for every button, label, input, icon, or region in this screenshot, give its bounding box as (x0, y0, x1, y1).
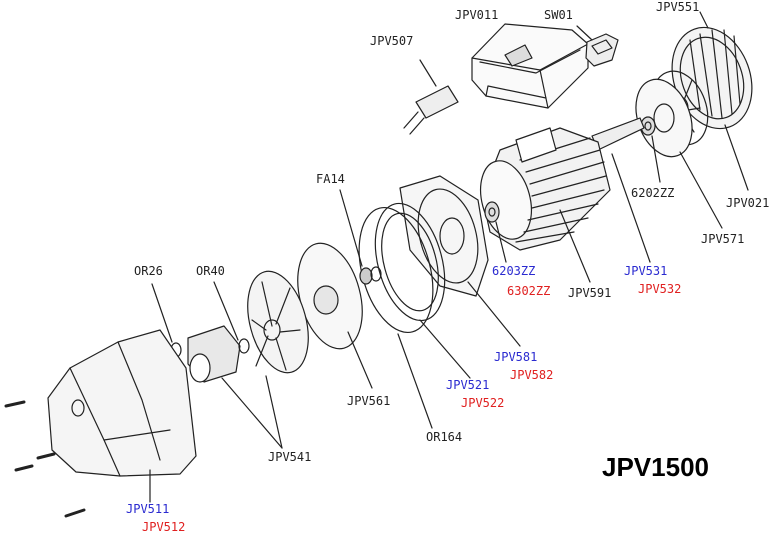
label-jpv582: JPV582 (510, 368, 554, 382)
flange-part (399, 175, 521, 347)
terminal-box-part (471, 23, 589, 109)
switch-part (576, 25, 619, 67)
model-title: JPV1500 (602, 452, 709, 482)
label-or26: OR26 (134, 264, 163, 278)
label-jpv511: JPV511 (126, 502, 170, 516)
ejector-cover-part (247, 270, 309, 449)
bolts (4, 400, 86, 518)
label-jpv541: JPV541 (268, 450, 312, 464)
label-jpv011: JPV011 (455, 8, 499, 22)
venturi-part (187, 325, 283, 449)
shaft-seal-fa14 (339, 189, 382, 285)
label-6302zz: 6302ZZ (507, 284, 551, 298)
label-or40: OR40 (196, 264, 225, 278)
label-jpv532: JPV532 (638, 282, 682, 296)
pump-body-part (47, 329, 197, 503)
bearing-shield-part (635, 78, 723, 229)
label-6203zz: 6203ZZ (492, 264, 536, 278)
label-jpv551: JPV551 (656, 0, 700, 14)
label-jpv531: JPV531 (624, 264, 668, 278)
label-jpv507: JPV507 (370, 34, 414, 48)
diffuser-part (374, 202, 471, 379)
label-or164: OR164 (426, 430, 463, 444)
label-6202zz: 6202ZZ (631, 186, 675, 200)
label-jpv512: JPV512 (142, 520, 186, 534)
fan-cover-part (671, 11, 753, 130)
label-jpv561: JPV561 (347, 394, 391, 408)
label-jpv021: JPV021 (726, 196, 770, 210)
capacitor-part (403, 59, 459, 135)
label-jpv591: JPV591 (568, 286, 612, 300)
label-jpv521: JPV521 (446, 378, 490, 392)
label-jpv581: JPV581 (494, 350, 538, 364)
bearing-6203zz (484, 201, 507, 263)
label-sw01: SW01 (544, 8, 573, 22)
o-ring-or40 (213, 281, 250, 354)
label-fa14: FA14 (316, 172, 345, 186)
label-jpv571: JPV571 (701, 232, 745, 246)
label-jpv522: JPV522 (461, 396, 505, 410)
impeller-part (297, 242, 373, 389)
